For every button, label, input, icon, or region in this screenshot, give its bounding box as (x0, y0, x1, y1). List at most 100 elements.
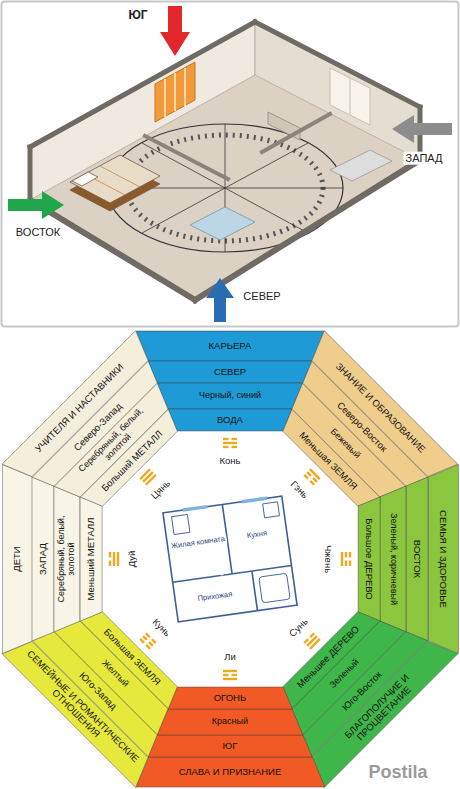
bagua-band: ОГОНЬ (168, 687, 292, 709)
band-fill (54, 614, 175, 735)
band-text: СЛАВА И ПРИЗНАНИЕ (151, 767, 309, 777)
band-text: КАРЬЕРА (151, 341, 309, 351)
trigram-label: Гэнь (287, 477, 312, 502)
window-curtains-part (174, 73, 176, 111)
trigram-line (345, 561, 347, 567)
trigram-label: Цянь (148, 477, 174, 503)
band-text: Большое ДЕРЕВО (364, 509, 374, 609)
trigram-line (304, 475, 308, 479)
direction-arrow-south-part (160, 32, 190, 56)
apartment-illustration (0, 0, 460, 330)
direction-arrow-north (206, 278, 234, 322)
direction-arrow-west-part (392, 115, 414, 143)
trigram-label: Чжень (323, 543, 334, 575)
bagua-band: ЮГ (148, 735, 312, 757)
apartment-wall-cuts-part (28, 147, 33, 200)
floor-plan-part (173, 566, 292, 583)
apartment-wall-cuts (30, 22, 420, 300)
floor-plan-part (172, 514, 190, 534)
band-text: Черный, синий (171, 391, 289, 401)
compass-label: СЕВЕР (241, 290, 282, 303)
illustration-frame-part (2, 2, 459, 327)
band-fill (157, 383, 303, 409)
band-text: ВОДА (180, 415, 280, 425)
trigram-line (349, 552, 351, 558)
band-fill (358, 497, 380, 621)
band-fill (285, 614, 406, 735)
trigram-line (223, 670, 237, 672)
floor-plan-part (183, 507, 208, 510)
trigram-line (146, 645, 150, 649)
trigram-line (310, 639, 320, 649)
band-fill (277, 606, 380, 709)
trigram-line (223, 678, 237, 680)
floor-plan-part (242, 498, 267, 501)
trigram-line (149, 642, 153, 646)
apartment-wall-cuts-part (30, 22, 255, 147)
band-fill (136, 757, 325, 787)
bagua-band: ВОДА (168, 409, 292, 431)
window-curtains-part (184, 68, 186, 106)
trigram-line (304, 639, 308, 643)
band-text: Серебряный, белый, золотой (57, 500, 77, 618)
band-fill (168, 687, 292, 709)
band-fill (32, 477, 54, 641)
watermark: Postila (366, 762, 429, 783)
trigram-symbol (342, 552, 350, 566)
trigram-line (117, 552, 119, 566)
band-fill (428, 465, 458, 654)
band-fill (168, 409, 292, 431)
bagua-band: ДЕТИ (2, 465, 32, 654)
trigram-symbol (304, 633, 320, 649)
trigram-line (152, 639, 156, 643)
trigram-line (223, 438, 229, 440)
apartment-wall-cuts-part (255, 22, 420, 107)
apartment-furniture-part (330, 150, 392, 181)
trigram-line (341, 552, 343, 566)
band-text: Зеленый, коричневый (388, 500, 398, 618)
band-fill (148, 361, 312, 383)
trigram-line (232, 674, 238, 676)
trigram-line (223, 674, 229, 676)
bagua-band: СЕВЕР (148, 361, 312, 383)
band-text: СЕВЕР (160, 367, 300, 377)
window-curtains-part (155, 62, 195, 122)
band-fill (80, 606, 183, 709)
band-text: ОГОНЬ (180, 693, 280, 703)
band-fill (136, 331, 325, 361)
trigram-line (232, 438, 238, 440)
trigram-line (223, 446, 229, 448)
trigram-symbol (304, 469, 320, 485)
floor-plan-part (252, 571, 258, 611)
band-fill (380, 486, 406, 632)
trigram-line (140, 639, 144, 643)
band-text: ЮГ (160, 741, 300, 751)
trigram-symbol (223, 671, 237, 679)
room-label: Прихожая (195, 590, 235, 604)
floor-plan-part (263, 502, 280, 518)
trigram-line (310, 481, 314, 485)
apartment-furniture-part (190, 207, 255, 240)
band-text: Меньший МЕТАЛЛ (86, 509, 96, 609)
trigram-line (223, 442, 237, 444)
trigram-line (345, 552, 347, 558)
floor-plan-part (259, 573, 290, 603)
band-fill (157, 709, 303, 735)
apartment-furniture-part (72, 172, 98, 186)
direction-arrow-north-part (214, 296, 226, 322)
band-text: Красный (171, 717, 289, 727)
trigram-label: Ли (222, 652, 238, 663)
trigram-symbol (223, 439, 237, 447)
trigram-line (140, 469, 150, 479)
apartment-wall-cuts-part (262, 114, 330, 152)
trigram-line (307, 472, 311, 476)
bagua-band: Красный (157, 709, 303, 735)
apartment-wall-cuts-part (30, 200, 195, 300)
trigram-line (143, 636, 147, 640)
trigram-line (313, 478, 317, 482)
band-fill (148, 735, 312, 757)
floor-plan-part (163, 496, 297, 622)
trigram-line (109, 552, 111, 558)
trigram-line (146, 633, 150, 637)
